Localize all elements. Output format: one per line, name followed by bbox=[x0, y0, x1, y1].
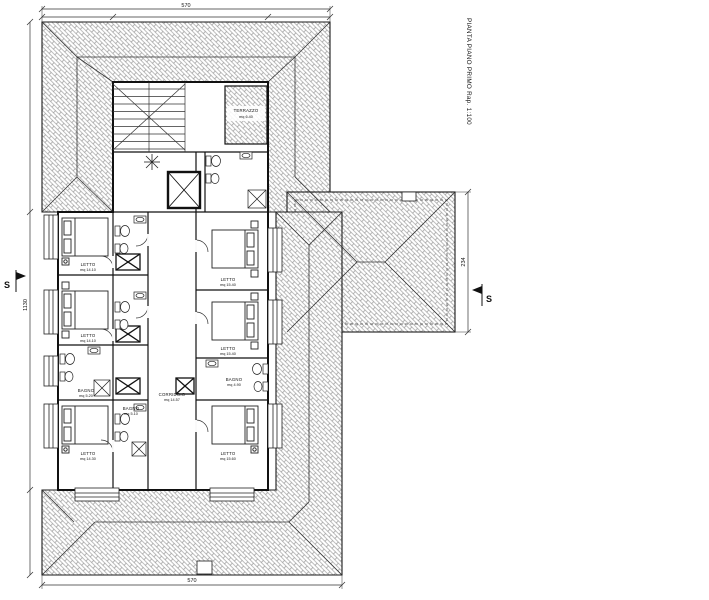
room-label: LETTO bbox=[81, 451, 96, 456]
bidet bbox=[114, 319, 129, 330]
beds bbox=[61, 217, 259, 454]
window bbox=[209, 487, 255, 502]
shaft-box bbox=[115, 253, 141, 271]
window bbox=[43, 289, 59, 335]
windows-balconies bbox=[43, 214, 283, 502]
bidet bbox=[205, 173, 220, 184]
room-area: mq 14.10 bbox=[80, 339, 96, 343]
room-label: BAGNO bbox=[78, 388, 95, 393]
room-area: mq 6.40 bbox=[239, 115, 253, 119]
toilet bbox=[252, 363, 269, 375]
section-marker-left: S bbox=[4, 270, 26, 292]
nightstand bbox=[250, 220, 259, 229]
dimension-lines bbox=[26, 5, 472, 589]
section-label: S bbox=[4, 280, 10, 290]
room-label: LETTO bbox=[221, 277, 236, 282]
bed bbox=[211, 220, 259, 278]
room-label: LETTO bbox=[81, 333, 96, 338]
room-label: TERRAZZO bbox=[234, 108, 259, 113]
window bbox=[267, 299, 283, 345]
room-area: mq 5.20 bbox=[79, 394, 93, 398]
room-area: mq 15.40 bbox=[220, 352, 236, 356]
room-label: CORRIDOIO bbox=[159, 392, 186, 397]
room-area: mq 15.60 bbox=[220, 457, 236, 461]
sink bbox=[133, 215, 147, 224]
nightstand bbox=[61, 330, 70, 339]
nightstand bbox=[250, 341, 259, 350]
room-label: LETTO bbox=[221, 451, 236, 456]
bed bbox=[61, 217, 109, 266]
drawing-title: PIANTA PIANO PRIMO Rap. 1:100 bbox=[465, 18, 472, 125]
nightstand bbox=[61, 281, 70, 290]
dim-left: 1130 bbox=[23, 299, 29, 311]
room-labels: LETTO mq 14.10 LETTO mq 14.10 BAGNO mq 5… bbox=[78, 262, 243, 461]
shaft-box bbox=[175, 377, 195, 395]
sink bbox=[133, 403, 147, 412]
room-area: mq 4.90 bbox=[227, 383, 241, 387]
staircase bbox=[112, 82, 186, 152]
room-area: mq 14.30 bbox=[80, 457, 96, 461]
dim-top: 570 bbox=[181, 3, 190, 9]
room-area: mq 15.40 bbox=[220, 283, 236, 287]
nightstand bbox=[61, 445, 70, 454]
wing-rooflight bbox=[401, 191, 417, 202]
toilet bbox=[114, 301, 130, 313]
room-label: BAGNO bbox=[123, 406, 140, 411]
window bbox=[267, 227, 283, 273]
nightstand bbox=[250, 269, 259, 278]
sink bbox=[133, 291, 147, 300]
window bbox=[43, 214, 59, 260]
bidet bbox=[253, 381, 269, 392]
room-label: LETTO bbox=[221, 346, 236, 351]
nightstand bbox=[61, 257, 70, 266]
toilet bbox=[205, 155, 221, 167]
window bbox=[43, 403, 59, 449]
nightstand bbox=[250, 292, 259, 301]
roof-opening-bottom bbox=[196, 560, 213, 575]
dim-right-wing: 234 bbox=[461, 257, 467, 266]
room-area: mq 14.57 bbox=[164, 398, 180, 402]
window bbox=[267, 403, 283, 449]
toilet bbox=[114, 413, 130, 425]
room-area: mq 14.10 bbox=[80, 268, 96, 272]
room-label: BAGNO bbox=[226, 377, 243, 382]
terrazzo-label-bg bbox=[227, 106, 265, 121]
toilet bbox=[114, 225, 130, 237]
dimension-texts: 570 570 1130 234 bbox=[23, 3, 467, 584]
section-marker-right: S bbox=[472, 284, 492, 306]
window bbox=[74, 487, 120, 502]
shower bbox=[247, 189, 267, 209]
shaft-box bbox=[115, 377, 141, 395]
dim-bottom: 570 bbox=[187, 578, 196, 584]
bathroom-fixtures bbox=[59, 151, 269, 457]
room-terrazzo: TERRAZZO mq 6.40 bbox=[224, 85, 268, 145]
sink bbox=[87, 346, 101, 355]
door-swings bbox=[100, 233, 209, 453]
bed bbox=[61, 281, 109, 339]
room-area: mq 5.10 bbox=[124, 412, 138, 416]
shaft-boxes bbox=[115, 253, 195, 395]
section-label: S bbox=[486, 294, 492, 304]
bidet bbox=[114, 243, 129, 254]
bed bbox=[211, 292, 259, 350]
roof-ridge-lines bbox=[41, 21, 456, 576]
bed bbox=[211, 405, 259, 454]
bed bbox=[61, 405, 109, 454]
shower bbox=[93, 379, 111, 397]
window bbox=[43, 355, 59, 387]
elevator-shaft bbox=[166, 170, 202, 210]
nightstand bbox=[250, 445, 259, 454]
toilet bbox=[59, 353, 75, 365]
bidet bbox=[114, 431, 129, 442]
sink bbox=[205, 359, 219, 368]
bidet bbox=[59, 371, 74, 382]
room-label: LETTO bbox=[81, 262, 96, 267]
shower bbox=[131, 441, 147, 457]
plant-symbol bbox=[144, 154, 160, 170]
sink bbox=[239, 151, 253, 160]
